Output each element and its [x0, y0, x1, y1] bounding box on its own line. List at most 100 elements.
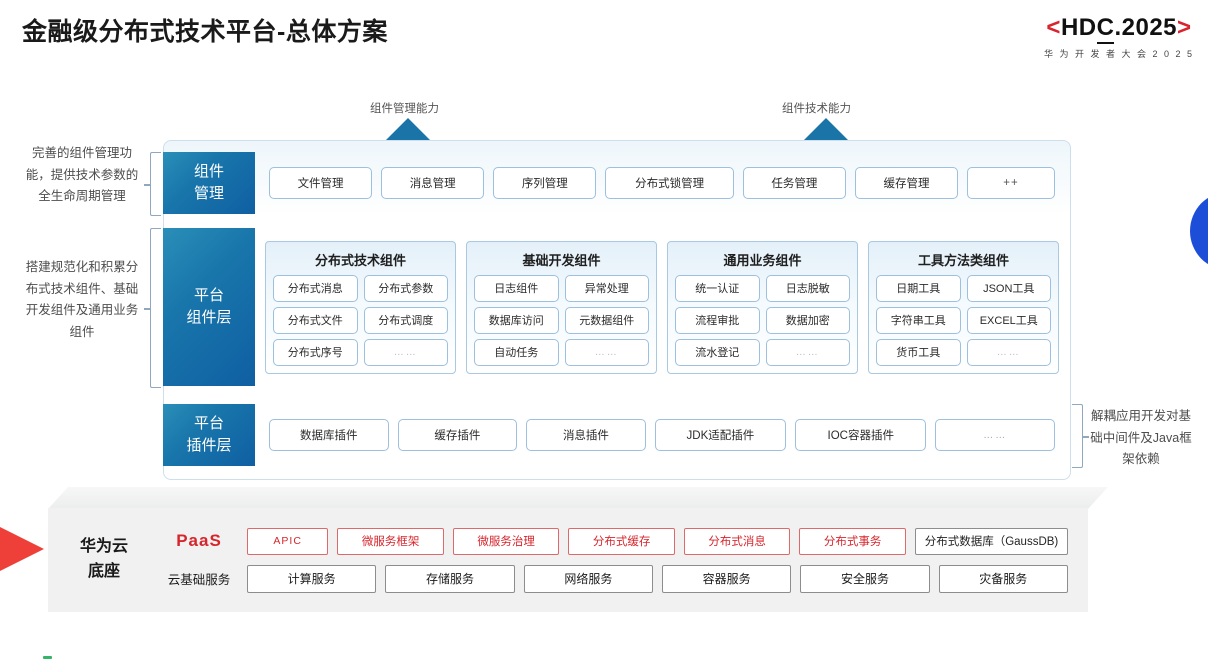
- layer-body-platform-component: 分布式技术组件分布式消息分布式参数分布式文件分布式调度分布式序号……基础开发组件…: [255, 228, 1069, 386]
- chip-item[interactable]: 数据库插件: [269, 419, 389, 451]
- cloud-basic-service-chip[interactable]: 网络服务: [523, 564, 653, 593]
- component-cell[interactable]: ……: [363, 338, 448, 366]
- red-wedge-decoration: [0, 505, 44, 593]
- component-group-grid: 统一认证日志脱敏流程审批数据加密流水登记……: [675, 274, 850, 366]
- component-cell[interactable]: 分布式消息: [273, 274, 358, 302]
- component-cell[interactable]: 日志组件: [474, 274, 559, 302]
- cloud-basic-service-chip[interactable]: 灾备服务: [938, 564, 1068, 593]
- layer-component-management: 组件 管理 文件管理消息管理序列管理分布式锁管理任务管理缓存管理++: [163, 152, 1069, 214]
- paas-service-chip[interactable]: APIC: [247, 527, 329, 555]
- hdc-logo-subtitle: 华 为 开 发 者 大 会 2 0 2 5: [1043, 49, 1194, 59]
- paas-service-chip[interactable]: 分布式缓存: [568, 527, 675, 555]
- layer-body-component-management: 文件管理消息管理序列管理分布式锁管理任务管理缓存管理++: [255, 152, 1069, 214]
- chip-item[interactable]: ++: [967, 167, 1055, 199]
- paas-item-list: APIC 微服务框架微服务治理分布式缓存分布式消息分布式事务分布式数据库（Gaus…: [247, 527, 1069, 555]
- component-cell[interactable]: 日志脱敏: [765, 274, 850, 302]
- chip-item[interactable]: JDK适配插件: [654, 419, 787, 451]
- base-title: 华为云 底座: [48, 535, 160, 585]
- base-row-basic-services: 云基础服务 计算服务存储服务网络服务容器服务安全服务灾备服务: [160, 564, 1068, 593]
- component-cell[interactable]: 分布式序号: [273, 338, 358, 366]
- layer-label-line2: 组件层: [186, 309, 232, 326]
- layer-label-platform-plugin: 平台 插件层: [163, 404, 255, 466]
- component-cell[interactable]: 字符串工具: [876, 306, 961, 334]
- component-cell[interactable]: 货币工具: [876, 338, 961, 366]
- component-cell[interactable]: 异常处理: [564, 274, 649, 302]
- group-row-platform-component: 分布式技术组件分布式消息分布式参数分布式文件分布式调度分布式序号……基础开发组件…: [255, 233, 1069, 382]
- layer-platform-component: 平台 组件层 分布式技术组件分布式消息分布式参数分布式文件分布式调度分布式序号……: [163, 228, 1069, 386]
- component-cell[interactable]: 数据库访问: [474, 306, 559, 334]
- component-cell[interactable]: 分布式调度: [363, 306, 448, 334]
- layer-label-line1: 组件: [193, 163, 224, 181]
- component-cell[interactable]: 数据加密: [765, 306, 850, 334]
- cloud-basic-service-chip[interactable]: 安全服务: [800, 564, 930, 593]
- component-group-grid: 分布式消息分布式参数分布式文件分布式调度分布式序号……: [273, 274, 448, 366]
- note-platform-plugin: 解耦应用开发对基础中间件及Java框架依赖: [1090, 409, 1192, 466]
- component-cell[interactable]: 流程审批: [675, 306, 760, 334]
- layer-label-line2: 管理: [193, 185, 224, 202]
- base-title-line2: 底座: [87, 563, 120, 580]
- component-cell[interactable]: 分布式文件: [273, 306, 358, 334]
- chip-item[interactable]: 分布式锁管理: [605, 167, 734, 199]
- arrow-label-component-management: 组件管理能力: [370, 103, 439, 115]
- component-group: 基础开发组件日志组件异常处理数据库访问元数据组件自动任务……: [466, 240, 657, 374]
- chip-item[interactable]: 文件管理: [269, 167, 373, 199]
- chip-item[interactable]: ……: [935, 419, 1055, 451]
- angle-bracket-right-icon: >: [1177, 14, 1192, 41]
- component-cell[interactable]: 流水登记: [675, 338, 760, 366]
- component-group: 通用业务组件统一认证日志脱敏流程审批数据加密流水登记……: [667, 240, 858, 374]
- paas-service-chip[interactable]: 微服务治理: [452, 527, 560, 555]
- cloud-basic-service-chip[interactable]: 存储服务: [385, 564, 515, 593]
- bracket-platform-plugin-right: [1072, 404, 1089, 468]
- component-group-title: 通用业务组件: [723, 252, 802, 268]
- bracket-component-management: [144, 152, 161, 216]
- note-platform-component: 搭建规范化和积累分布式技术组件、基础开发组件及通用业务组件: [25, 260, 139, 339]
- paas-service-chip[interactable]: 分布式消息: [683, 527, 791, 555]
- base-title-line1: 华为云: [79, 538, 128, 556]
- bracket-platform-component: [144, 228, 161, 388]
- paas-service-chip[interactable]: 分布式事务: [799, 527, 906, 555]
- component-cell[interactable]: ……: [966, 338, 1051, 366]
- chip-item[interactable]: 缓存插件: [397, 419, 518, 451]
- cloud-basic-service-chip[interactable]: 容器服务: [661, 564, 792, 593]
- component-group-title: 基础开发组件: [522, 252, 601, 268]
- component-group-title: 工具方法类组件: [917, 252, 1009, 268]
- chip-item[interactable]: 任务管理: [742, 167, 846, 199]
- hdc-logo: <HDC.2025> 华 为 开 发 者 大 会 2 0 2 5: [1044, 14, 1194, 60]
- hdc-letter-d: D: [1078, 14, 1097, 41]
- hdc-year: .2025: [1114, 14, 1178, 41]
- component-group: 分布式技术组件分布式消息分布式参数分布式文件分布式调度分布式序号……: [265, 240, 456, 374]
- component-cell[interactable]: 自动任务: [474, 338, 559, 366]
- basic-service-list: 计算服务存储服务网络服务容器服务安全服务灾备服务: [247, 564, 1068, 593]
- chip-item[interactable]: 序列管理: [493, 167, 597, 199]
- layer-label-component-management: 组件 管理: [163, 152, 255, 214]
- chip-item[interactable]: 缓存管理: [854, 167, 959, 199]
- chip-item[interactable]: 消息插件: [526, 419, 646, 451]
- component-cell[interactable]: 分布式参数: [363, 274, 448, 302]
- base-top-bevel: [48, 487, 1108, 509]
- chip-item[interactable]: IOC容器插件: [795, 419, 927, 451]
- component-cell[interactable]: JSON工具: [966, 274, 1051, 302]
- component-cell[interactable]: ……: [765, 338, 850, 366]
- page-title: 金融级分布式技术平台-总体方案: [22, 18, 388, 46]
- blue-arc-decoration: [1190, 192, 1208, 270]
- layer-label-platform-component: 平台 组件层: [163, 228, 255, 386]
- component-cell[interactable]: EXCEL工具: [966, 306, 1051, 334]
- component-cell[interactable]: 元数据组件: [564, 306, 649, 334]
- hdc-letter-h: H: [1060, 14, 1079, 41]
- component-group-title: 分布式技术组件: [314, 252, 406, 268]
- chip-item[interactable]: 消息管理: [381, 167, 485, 199]
- component-cell[interactable]: ……: [564, 338, 649, 366]
- component-cell[interactable]: 日期工具: [876, 274, 961, 302]
- green-tick-decoration: [43, 656, 52, 659]
- component-cell[interactable]: 统一认证: [675, 274, 760, 302]
- paas-service-chip[interactable]: 分布式数据库（GaussDB): [914, 527, 1069, 555]
- paas-service-chip[interactable]: 微服务框架: [337, 527, 444, 555]
- cloud-basic-service-chip[interactable]: 计算服务: [247, 564, 377, 593]
